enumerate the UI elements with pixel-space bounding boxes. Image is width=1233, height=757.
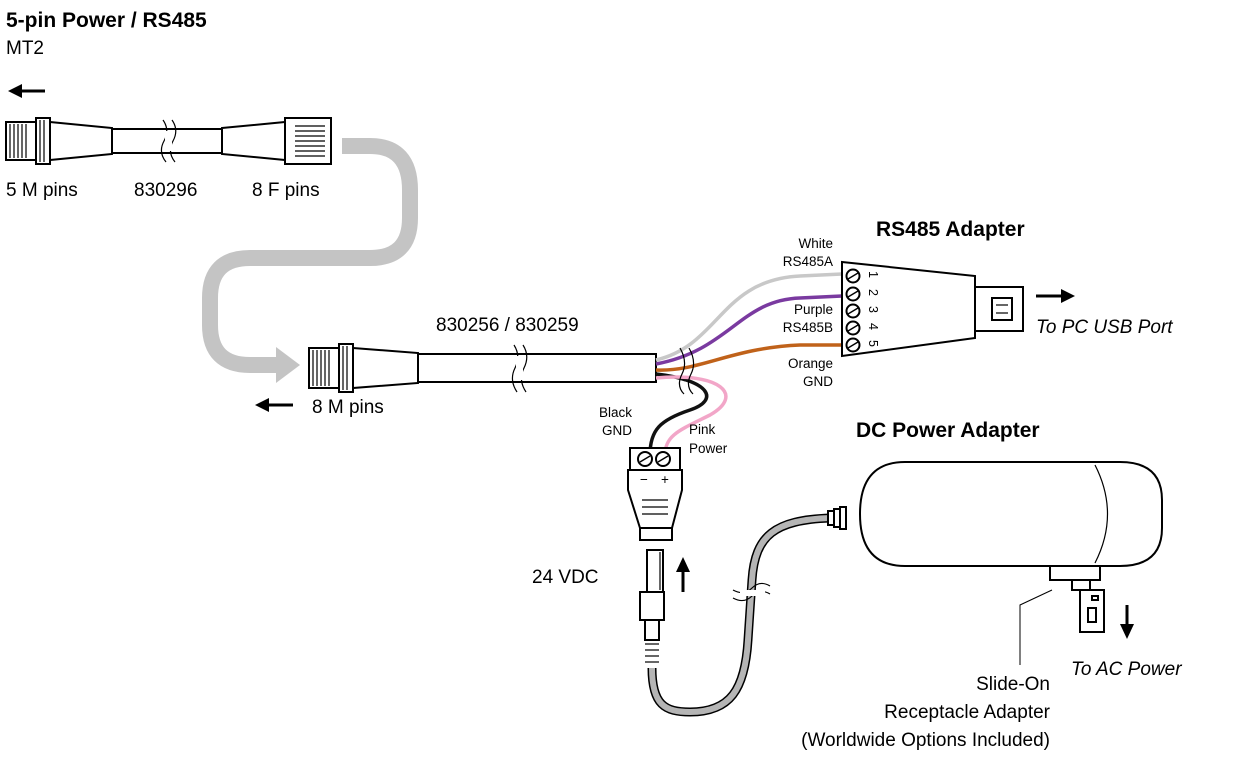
diagram-subtitle: MT2: [6, 38, 44, 59]
arrow-left-icon: [8, 84, 45, 98]
wire-label-orange: Orange: [788, 356, 833, 371]
label-830296: 830296: [134, 180, 197, 201]
label-5m-pins: 5 M pins: [6, 180, 78, 201]
terminal-minus: −: [640, 472, 648, 487]
wire-label-power: Power: [689, 441, 728, 456]
voltage-label: 24 VDC: [532, 567, 599, 588]
wire-label-white: White: [798, 236, 833, 251]
arrow-up-icon: [676, 557, 690, 592]
arrow-down-icon: [1120, 605, 1134, 639]
pin-number: 4: [866, 323, 880, 330]
ac-power-label: To AC Power: [1071, 659, 1182, 680]
wire-label-pink: Pink: [689, 422, 716, 437]
wire-label-rs485a: RS485A: [783, 254, 833, 269]
receptacle-label-line2: Receptacle Adapter: [884, 702, 1051, 723]
dc-power-cable: [647, 506, 847, 717]
wire-label-rs485b: RS485B: [783, 320, 833, 335]
cable-830256: [308, 343, 657, 393]
wire-label-black-gnd: GND: [602, 423, 632, 438]
receptacle-leader-line: [1019, 589, 1053, 665]
pin-numbers: 1 2 3 4 5: [866, 271, 880, 347]
wire-label-gnd: GND: [803, 374, 833, 389]
flow-arrow: [202, 138, 418, 383]
wire-bundle: [648, 272, 843, 456]
wire-label-purple: Purple: [794, 302, 833, 317]
rs485-adapter: 1 2 3 4 5: [841, 260, 1024, 358]
terminal-plus: +: [661, 472, 669, 487]
label-830256-830259: 830256 / 830259: [436, 315, 579, 336]
label-8f-pins: 8 F pins: [252, 180, 320, 201]
diagram-title: 5-pin Power / RS485: [6, 9, 207, 32]
pin-number: 1: [866, 271, 880, 278]
receptacle-label-line3: (Worldwide Options Included): [801, 730, 1050, 751]
arrow-right-icon: [1036, 289, 1075, 303]
rs485-adapter-title: RS485 Adapter: [876, 218, 1025, 241]
usb-port-label: To PC USB Port: [1036, 317, 1173, 338]
wire-label-black: Black: [599, 405, 632, 420]
terminal-screws: [845, 268, 861, 353]
pin-number: 2: [866, 289, 880, 296]
pin-number: 3: [866, 306, 880, 313]
dc-adapter-title: DC Power Adapter: [856, 419, 1040, 442]
power-terminal-block: [627, 447, 683, 663]
arrow-left-icon: [255, 398, 293, 412]
pin-number: 5: [866, 340, 880, 347]
receptacle-label-line1: Slide-On: [976, 674, 1050, 695]
label-8m-pins: 8 M pins: [312, 397, 384, 418]
cable-830296: [5, 117, 332, 165]
dc-power-adapter: [858, 461, 1163, 633]
